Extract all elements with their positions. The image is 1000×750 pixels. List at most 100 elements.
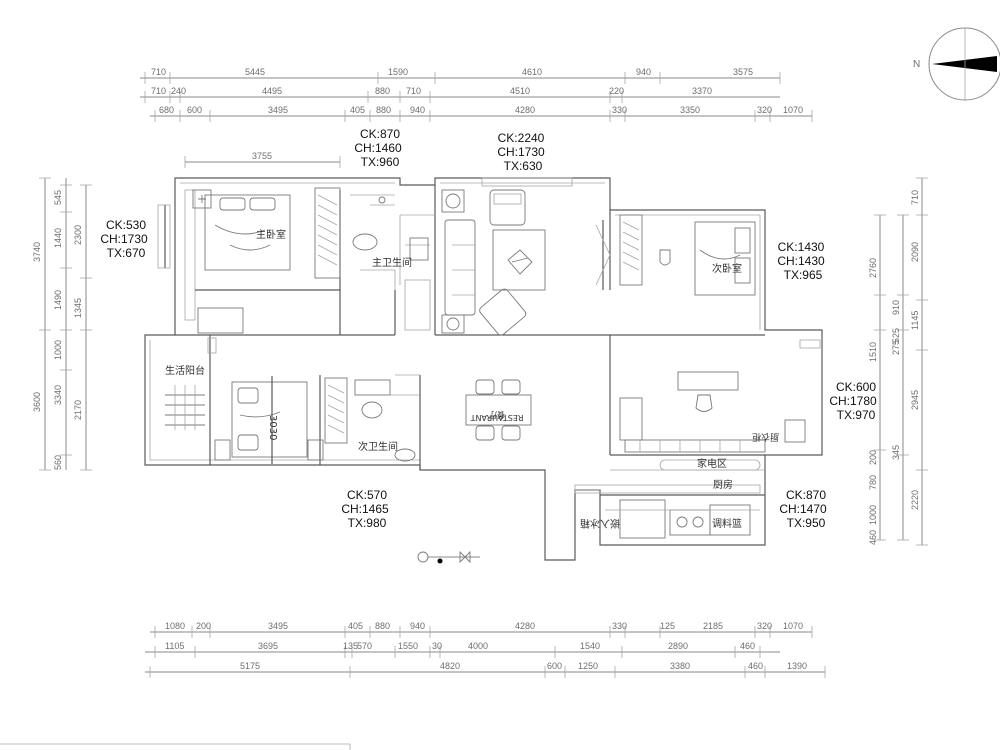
walls xyxy=(144,177,823,561)
dim-top-3-j: 320 xyxy=(757,105,772,115)
svg-text:CH:1430: CH:1430 xyxy=(777,254,825,268)
dim-top-3-k: 1070 xyxy=(783,105,803,115)
compass: N xyxy=(913,27,1000,101)
master-bedroom-furniture xyxy=(192,187,341,334)
dim-bottom-3-e: 3380 xyxy=(670,661,690,671)
dimensions-bottom: 1080 200 3495 405 880 940 4280 330 125 2… xyxy=(145,621,826,678)
dim-top-3-e: 880 xyxy=(376,105,391,115)
dim-top-3-b: 600 xyxy=(187,105,202,115)
third-bedroom-furniture xyxy=(214,376,348,464)
dim-top-2-e: 710 xyxy=(406,86,421,96)
dim-bedroom-width: 3755 xyxy=(252,151,272,161)
dim-right-outer-8: 780 xyxy=(868,475,878,490)
second-bedroom-furniture xyxy=(619,214,756,296)
room-pantry: 调料篮 xyxy=(712,517,742,530)
dim-right-outer-10: 460 xyxy=(868,530,878,545)
svg-text:CK:870: CK:870 xyxy=(786,488,826,502)
dim-left-inner-2: 1345 xyxy=(73,298,83,318)
room-appliance-area: 家电区 xyxy=(697,457,727,470)
dim-bottom-2-e: 1550 xyxy=(398,641,418,651)
dim-top-3-f: 940 xyxy=(410,105,425,115)
svg-text:TX:630: TX:630 xyxy=(504,159,543,173)
dim-left-mid-5: 3340 xyxy=(53,385,63,405)
dim-right-inner-1: 710 xyxy=(910,190,920,205)
dim-bottom-2-d: 570 xyxy=(357,641,372,651)
room-second-bedroom: 次卧室 xyxy=(712,262,742,275)
svg-text:CH:1460: CH:1460 xyxy=(354,141,402,155)
room-labels: 主卧室 主卫生间 次卧室 生活阳台 次卫生间 家电区 厨房 嵌入冰箱 调料篮 R… xyxy=(165,228,779,530)
pipe-symbol xyxy=(417,550,480,564)
annotation-master-bath-window: CK:870 CH:1460 TX:960 xyxy=(354,127,402,169)
dim-bottom-1-a: 1080 xyxy=(165,621,185,631)
dim-left-mid-3: 1490 xyxy=(53,290,63,310)
dim-left-outer-2: 3600 xyxy=(32,392,42,412)
svg-text:CK:600: CK:600 xyxy=(836,380,876,394)
dim-bottom-2-c: 135 xyxy=(343,641,358,651)
master-bath-furniture xyxy=(350,194,429,290)
dining-furniture xyxy=(465,379,532,441)
dim-bottom-1-d: 405 xyxy=(348,621,363,631)
dim-left-inner-3: 2170 xyxy=(73,400,83,420)
dim-bottom-1-l: 1070 xyxy=(783,621,803,631)
dim-top-1-d: 4610 xyxy=(522,67,542,77)
room-kitchen: 厨房 xyxy=(713,478,733,491)
dim-bottom-3-a: 5175 xyxy=(240,661,260,671)
svg-text:CH:1730: CH:1730 xyxy=(497,145,545,159)
dim-bottom-2-g: 4000 xyxy=(468,641,488,651)
dim-top-3-a: 680 xyxy=(159,105,174,115)
restaurant-cn: 餐厅 xyxy=(489,410,505,419)
svg-text:TX:965: TX:965 xyxy=(784,268,823,282)
room-master-bedroom: 主卧室 xyxy=(256,228,286,241)
north-label: N xyxy=(913,59,920,70)
dim-top-1-e: 940 xyxy=(636,67,651,77)
svg-text:TX:980: TX:980 xyxy=(348,516,387,530)
annotation-kitchen-window: CK:870 CH:1470 TX:950 xyxy=(779,488,827,530)
dim-bottom-1-e: 880 xyxy=(375,621,390,631)
dim-bottom-1-h: 330 xyxy=(612,621,627,631)
dim-bottom-1-f: 940 xyxy=(410,621,425,631)
dim-bottom-3-g: 1390 xyxy=(787,661,807,671)
dim-right-outer-3: 525 xyxy=(891,328,901,343)
window-annotations: CK:870 CH:1460 TX:960 CK:2240 CH:1730 TX… xyxy=(100,127,877,530)
svg-text:CK:570: CK:570 xyxy=(347,488,387,502)
dim-left-inner-1: 2300 xyxy=(73,225,83,245)
dimensions-right: 710 2090 1145 2945 2220 2760 910 525 275… xyxy=(868,177,928,546)
dim-bottom-2-a: 1105 xyxy=(165,641,184,651)
svg-text:CK:870: CK:870 xyxy=(360,127,400,141)
room-fridge: 嵌入冰箱 xyxy=(580,517,620,530)
dining-table xyxy=(465,394,532,426)
dim-top-2-g: 220 xyxy=(609,86,624,96)
second-wardrobe xyxy=(619,214,643,286)
dim-bottom-3-d: 1250 xyxy=(578,661,598,671)
annotation-master-bedroom-window: CK:530 CH:1730 TX:670 xyxy=(100,218,148,260)
room-living-balcony: 生活阳台 xyxy=(165,364,205,377)
kitchen-furniture xyxy=(605,459,761,539)
dim-right-outer-4: 275 xyxy=(891,340,901,355)
dim-top-3-i: 3350 xyxy=(680,105,700,115)
annotation-second-bedroom-window: CK:1430 CH:1430 TX:965 xyxy=(777,240,825,282)
dim-left-mid-1: 545 xyxy=(53,190,63,205)
dim-right-outer-9: 1000 xyxy=(868,505,878,525)
dim-bottom-2-b: 3695 xyxy=(258,641,278,651)
custom-cabinet-label: 厨衣柜 xyxy=(752,431,779,443)
dim-right-inner-3: 1145 xyxy=(910,311,920,330)
compass-arrow-icon xyxy=(932,56,997,72)
dim-bottom-1-b: 200 xyxy=(196,621,211,631)
svg-text:CK:1430: CK:1430 xyxy=(778,240,825,254)
dimensions-left: 3740 3600 545 1440 1490 1000 3340 560 23… xyxy=(32,177,92,471)
balcony-furniture xyxy=(165,337,217,430)
dim-bottom-1-j: 2185 xyxy=(703,621,723,631)
toilet-icon xyxy=(352,233,378,251)
dim-top-3-h: 330 xyxy=(612,105,627,115)
dim-top-2-f: 4510 xyxy=(510,86,530,96)
svg-text:CK:530: CK:530 xyxy=(106,218,146,232)
dim-bottom-1-k: 320 xyxy=(757,621,772,631)
dim-top-3-c: 3495 xyxy=(268,105,288,115)
dim-top-2-a: 710 xyxy=(151,86,166,96)
dimensions-top: 710 5445 1590 4610 940 3575 710 240 4495… xyxy=(140,67,813,168)
svg-text:TX:960: TX:960 xyxy=(361,155,400,169)
dim-top-3-g: 4280 xyxy=(515,105,535,115)
dim-top-2-h: 3370 xyxy=(692,86,712,96)
svg-text:TX:970: TX:970 xyxy=(837,408,876,422)
